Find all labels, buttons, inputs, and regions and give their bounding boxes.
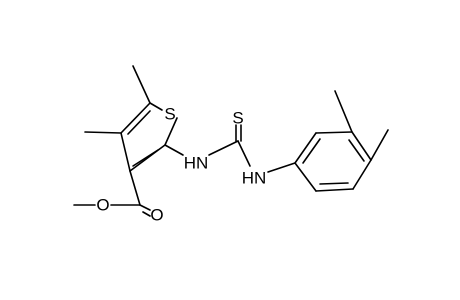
bond-c2-nh (164, 144, 184, 156)
bond-c4-c5 (120, 102, 151, 134)
bond-ar-1 (294, 132, 317, 164)
bond-c3-c4 (120, 132, 131, 172)
bond-nh-aryl (267, 162, 296, 173)
bond-ar-1-inner (302, 138, 321, 164)
bond-c5-methyl (132, 65, 151, 104)
bond-c2-c3-double (132, 149, 159, 167)
bond-ar-5-inner (319, 182, 349, 185)
bond-carbonyl-o (139, 204, 151, 211)
atom-oxygen-ester: O (96, 196, 109, 215)
bond-ar-3-inner (348, 139, 365, 162)
bond-ar-3 (351, 131, 372, 161)
bond-c4-c5-double (127, 110, 151, 135)
bond-layer (73, 65, 389, 217)
bond-s-c2 (164, 117, 178, 146)
bond-c2-c3 (129, 144, 166, 172)
bond-ar-5 (315, 188, 354, 192)
bond-nh-c (208, 140, 239, 156)
bond-ar-methyl-4 (370, 129, 389, 161)
bond-ar-methyl-3 (334, 90, 353, 133)
atom-label-layer: S S HN HN O O (96, 105, 266, 225)
atom-sulfur-thio: S (232, 109, 243, 128)
atom-nh-right: HN (242, 169, 267, 188)
bond-c-nh (237, 140, 251, 167)
bond-c5-s (149, 102, 163, 111)
bond-ar-4 (352, 159, 372, 190)
bond-c3-carbonyl (129, 170, 141, 206)
atom-nh-left: HN (184, 154, 209, 173)
atom-sulfur-ring: S (164, 105, 175, 124)
bond-carbonyl-o-double (142, 211, 151, 217)
bond-c4-methyl (84, 131, 122, 134)
atom-oxygen-carbonyl: O (150, 206, 163, 225)
bond-ar-2 (315, 131, 353, 134)
bond-ar-6 (294, 162, 317, 192)
